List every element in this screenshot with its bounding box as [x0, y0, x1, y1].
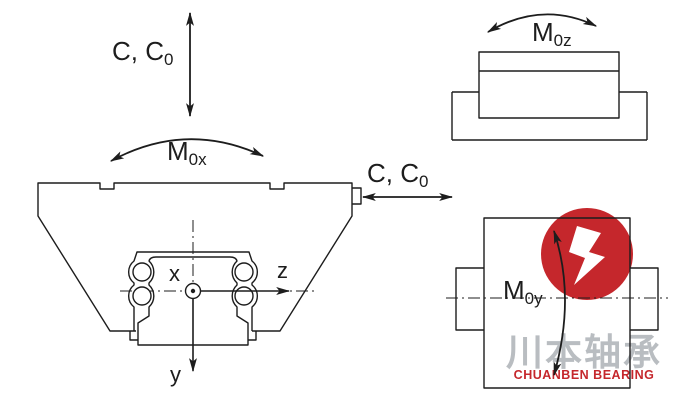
label-subscript: 0y	[524, 289, 543, 308]
moment-z-arc-arrow	[486, 13, 598, 33]
axis-y-label: y	[170, 362, 181, 387]
watermark-english-text: CHUANBEN BEARING	[513, 368, 655, 382]
ball-bearing-upper-left	[132, 262, 152, 282]
label-text: M	[503, 275, 525, 305]
bottom-seal-right	[248, 331, 257, 341]
label-subscript: 0	[419, 172, 429, 191]
label-text: M	[167, 136, 189, 166]
label-text: C, C	[112, 36, 164, 66]
top-view-carriage-outline	[478, 51, 620, 119]
axis-x-label: x	[169, 261, 180, 286]
watermark-chinese-text: 川本轴承	[506, 332, 662, 373]
rail-profile	[137, 256, 249, 346]
grease-nipple	[352, 187, 362, 205]
bottom-seal-left	[129, 331, 138, 341]
axis-z-label: z	[277, 258, 288, 283]
moment-z-label: M0z	[532, 17, 572, 50]
side-view-rail-right	[630, 267, 659, 331]
label-text: C, C	[367, 158, 419, 188]
label-subscript: 0	[164, 50, 174, 69]
side-view-rail-left	[455, 267, 484, 331]
moment-y-label: M0y	[503, 275, 543, 308]
ball-bearing-upper-right	[234, 262, 254, 282]
label-subscript: 0x	[188, 150, 207, 169]
load-capacity-label-main: C, C0	[112, 36, 174, 69]
origin-dot	[190, 288, 196, 294]
moment-y-arc-arrow	[553, 229, 566, 377]
watermark-logo	[541, 208, 633, 300]
side-view-carriage-outline	[483, 217, 631, 389]
label-subscript: 0z	[553, 31, 572, 50]
load-capacity-label-lateral: C, C0	[367, 158, 429, 191]
logo-bolt-icon	[569, 226, 605, 285]
carriage-outline	[37, 182, 353, 332]
moment-x-label: M0x	[167, 136, 207, 169]
ball-bearing-lower-left	[132, 286, 152, 306]
ball-bearing-lower-right	[234, 286, 254, 306]
moment-x-arc-arrow	[109, 138, 265, 162]
top-view-rail-band	[451, 91, 648, 141]
label-text: M	[532, 17, 554, 47]
